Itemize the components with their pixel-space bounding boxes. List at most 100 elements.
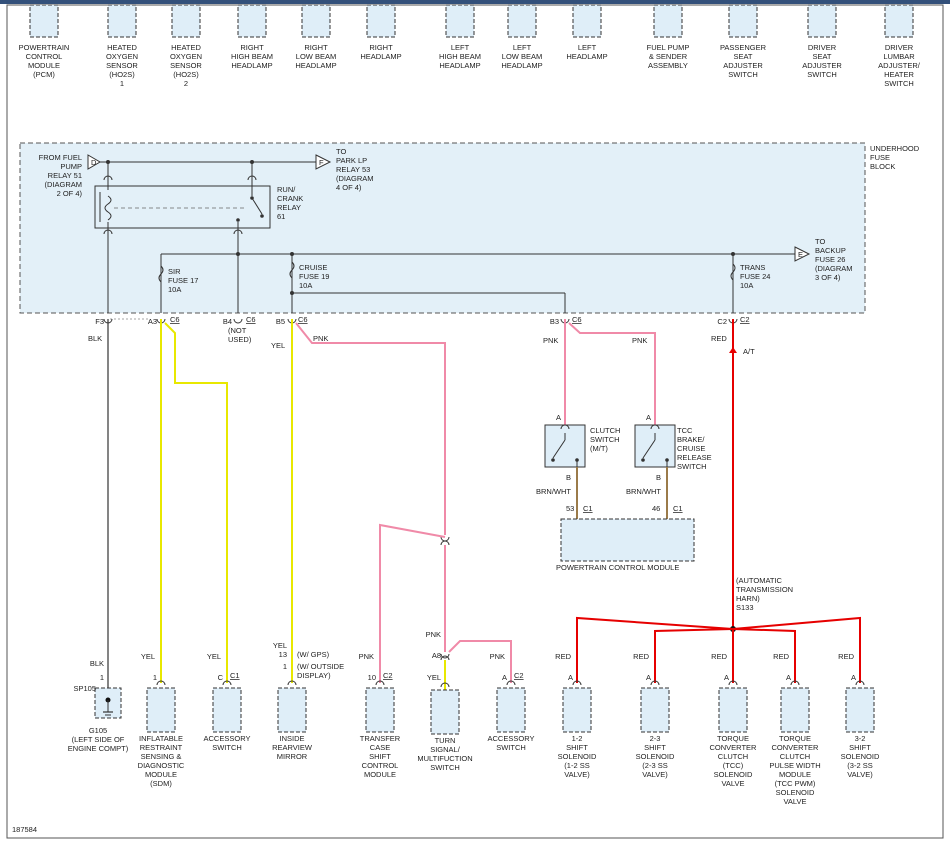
- fuel-pump-label-0: FUEL PUMP: [647, 43, 690, 52]
- shift-12-pin-arc: [572, 680, 582, 686]
- tcc-contact: [641, 458, 645, 462]
- svg-text:BRAKE/: BRAKE/: [677, 435, 705, 444]
- ho2s-1-label-0: HEATED: [107, 43, 137, 52]
- g105-label-2: ENGINE COMPT): [68, 744, 129, 753]
- from-fuel-pump-label: FROM FUEL PUMP RELAY 51 (DIAGRAM 2 OF 4): [39, 153, 83, 198]
- shift-12-label-4: VALVE): [564, 770, 590, 779]
- shift-12-label-1: SHIFT: [566, 743, 588, 752]
- pin-b5: B5: [276, 317, 285, 326]
- tcc-pwm-label-0: TORQUE: [779, 734, 811, 743]
- diagram-frame: [6, 4, 944, 839]
- mirror-pin-13: 13: [279, 650, 287, 659]
- ho2s-2-label-3: (HO2S): [173, 70, 199, 79]
- right-high-beam-label-2: HEADLAMP: [231, 61, 272, 70]
- fuel-pump-label-2: ASSEMBLY: [648, 61, 688, 70]
- driver-seat-label-0: DRIVER: [808, 43, 837, 52]
- mirror-label-1: REARVIEW: [272, 743, 313, 752]
- trans-fuse-element: [730, 263, 736, 281]
- svg-text:PUMP: PUMP: [60, 162, 82, 171]
- driver-lumbar-label-3: HEATER: [884, 70, 914, 79]
- to-backup-label: TO BACKUP FUSE 26 (DIAGRAM 3 OF 4): [815, 237, 853, 282]
- g105-label-0: G105: [89, 726, 107, 735]
- driver-lumbar-box: [884, 4, 914, 38]
- inline-connector-2: [440, 653, 450, 661]
- red-to-32-shift: [732, 616, 861, 683]
- g105-pin: 1: [100, 673, 104, 682]
- driver-lumbar-label-1: LUMBAR: [883, 52, 915, 61]
- pcm-bottom-label: POWERTRAIN CONTROL MODULE: [556, 563, 679, 572]
- tcc-solenoid-pin-arc: [728, 680, 738, 686]
- right-headlamp-box: [366, 4, 396, 38]
- sdm-label-0: INFLATABLE: [139, 734, 183, 743]
- not-used-2: USED): [228, 335, 252, 344]
- svg-text:TRANS: TRANS: [740, 263, 765, 272]
- to-park-conn: F: [319, 158, 324, 167]
- svg-text:10A: 10A: [168, 285, 181, 294]
- sp105-label: SP105: [73, 684, 96, 693]
- cruise-fuse-element: [289, 261, 295, 279]
- shift-23-label-2: SOLENOID: [636, 752, 675, 761]
- shift-32-pin: A: [851, 673, 856, 682]
- passenger-seat-label-3: SWITCH: [728, 70, 758, 79]
- clutch-contact: [551, 458, 555, 462]
- accessory-switch-1-box: [212, 687, 242, 733]
- relay-contact-2: [260, 214, 264, 218]
- tcc-solenoid-label-5: VALVE: [721, 779, 744, 788]
- fuse-block-label-3: BLOCK: [870, 162, 895, 171]
- svg-text:(DIAGRAM: (DIAGRAM: [336, 174, 374, 183]
- shift-23-label-3: (2-3 SS: [642, 761, 667, 770]
- figure-id: 187584: [12, 825, 37, 834]
- to-backup-arrow: [794, 246, 811, 262]
- svg-text:SWITCH: SWITCH: [590, 435, 620, 444]
- tcc-solenoid-label-1: CONVERTER: [710, 743, 758, 752]
- mirror-pin-arc: [287, 680, 297, 686]
- sdm-box: [146, 687, 176, 733]
- clutch-switch-label: CLUTCH SWITCH (M/T): [590, 426, 620, 453]
- turn-signal-pin-arc: [440, 682, 450, 688]
- tcc-pin-a: A: [646, 413, 651, 422]
- ho2s-2-label-4: 2: [184, 79, 188, 88]
- turn-signal-pnk-wire: [295, 322, 446, 535]
- accessory-switch-1-conn: C1: [230, 671, 240, 680]
- svg-text:SWITCH: SWITCH: [677, 462, 707, 471]
- svg-text:RELEASE: RELEASE: [677, 453, 712, 462]
- pin-b3: B3: [550, 317, 559, 326]
- passenger-seat-label-2: ADJUSTER: [723, 61, 763, 70]
- driver-seat-label-1: SEAT: [812, 52, 831, 61]
- svg-text:3 OF 4): 3 OF 4): [815, 273, 841, 282]
- left-low-beam-label-0: LEFT: [513, 43, 532, 52]
- svg-text:TRANSMISSION: TRANSMISSION: [736, 585, 793, 594]
- svg-text:CLUTCH: CLUTCH: [590, 426, 620, 435]
- left-headlamp-box: [572, 4, 602, 38]
- clutch-switch: [544, 424, 586, 468]
- ho2s-1-label-4: 1: [120, 79, 124, 88]
- right-headlamp-label-0: RIGHT: [369, 43, 393, 52]
- accessory-switch-2-conn: C2: [514, 671, 524, 680]
- left-low-beam-label-2: HEADLAMP: [501, 61, 542, 70]
- right-headlamp-label-1: HEADLAMP: [360, 52, 401, 61]
- relay-pin-4: [233, 229, 243, 235]
- tcc-solenoid-label-2: CLUTCH: [718, 752, 748, 761]
- tcc-solenoid-wire-label: RED: [711, 652, 727, 661]
- left-headlamp-label-0: LEFT: [578, 43, 597, 52]
- harness-label: (AUTOMATIC TRANSMISSION HARN) S133: [736, 576, 793, 612]
- tcc-pwm-wire-label: RED: [773, 652, 789, 661]
- accessory-switch-1-label-0: ACCESSORY: [204, 734, 251, 743]
- driver-lumbar-label-4: SWITCH: [884, 79, 914, 88]
- ho2s-2-label-2: SENSOR: [170, 61, 202, 70]
- shift-23-pin-arc: [650, 680, 660, 686]
- accessory-switch-1-label-1: SWITCH: [212, 743, 242, 752]
- driver-seat-box: [807, 4, 837, 38]
- svg-text:BACKUP: BACKUP: [815, 246, 846, 255]
- tcc-pwm-label-4: MODULE: [779, 770, 811, 779]
- ho2s-1-label-3: (HO2S): [109, 70, 135, 79]
- mirror-pin-13-note: (W/ GPS): [297, 650, 330, 659]
- fuel-pump-label-1: & SENDER: [649, 52, 688, 61]
- sdm-label-2: SENSING &: [141, 752, 182, 761]
- turn-signal-pin: A8: [432, 651, 441, 660]
- passenger-seat-label-0: PASSENGER: [720, 43, 767, 52]
- pin-c2: C2: [717, 317, 727, 326]
- accessory-switch-2-label-0: ACCESSORY: [488, 734, 535, 743]
- right-low-beam-label-2: HEADLAMP: [295, 61, 336, 70]
